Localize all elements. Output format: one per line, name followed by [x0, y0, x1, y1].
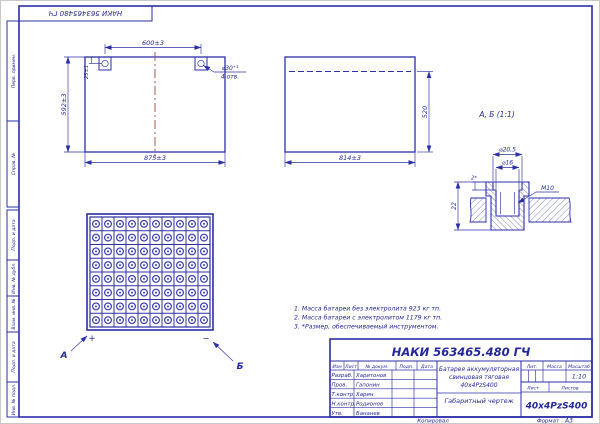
dim-thread: М10 [541, 185, 554, 192]
front-view: 600±3 25±1 ⌀30⁺¹ 4 отв. 592±3 875±3 [60, 39, 246, 167]
row-role: Т.контр. [332, 392, 355, 398]
product-line: свинцовая тяговая [449, 374, 509, 381]
dim-depth: 2* [471, 176, 477, 182]
lid-section-left [469, 197, 487, 223]
margin-label: Взам. инв. № [11, 298, 17, 329]
note-line: 1. Масса батареи без электролита 923 кг … [294, 305, 441, 313]
doc-type: Габаритный чертеж [444, 397, 513, 405]
doc-number: НАКИ 563465.480 ГЧ [392, 345, 531, 359]
org-code: 40х4PzS400 [525, 402, 588, 412]
title-block: НАКИ 563465.480 ГЧ Изм Лист № докум. Под… [329, 338, 593, 418]
battery-top-outline [86, 213, 214, 331]
lit-label: Лит. [526, 364, 538, 370]
format-value: А3 [564, 418, 573, 424]
row-role: Н.контр. [332, 401, 356, 407]
margin-label: Подп. и дата [11, 341, 17, 372]
detail-view: А, Б (1:1) ⌀20,5 ⌀16 М10 2* 22 [451, 110, 572, 231]
right-lug [194, 56, 208, 71]
minus-terminal-label: − [202, 334, 209, 344]
margin-label: Инв. № дубл. [11, 262, 17, 293]
right-lug-hole [197, 59, 205, 68]
col-list: Лист [344, 364, 357, 370]
margin-label: Перв. примен. [11, 54, 17, 89]
signature-table: Изм Лист № докум. Подп. Дата Разраб. Хар… [330, 361, 437, 417]
view-label-b: Б [237, 362, 244, 372]
detail-title: А, Б (1:1) [478, 110, 514, 119]
dim-22: 22 [451, 202, 458, 210]
view-label-a: А [60, 351, 68, 361]
terminal-bushing-section [485, 181, 530, 231]
dim-25: 25±1 [84, 65, 90, 79]
battery-side-outline [284, 56, 416, 153]
note-line: 2. Масса батареи с электролитом 1179 кг … [294, 314, 442, 322]
dim-875: 875±3 [144, 154, 166, 162]
col-dokum: № докум. [365, 364, 389, 370]
left-margin-column: Перв. примен. Справ. № Подп. и дата Инв.… [6, 20, 20, 418]
col-podp: Подп. [400, 364, 414, 370]
row-role: Утв. [332, 411, 343, 417]
top-view: + − А Б [60, 213, 244, 372]
lid-section-right [528, 197, 572, 223]
side-view: 814±3 520 [284, 56, 433, 167]
dim-814: 814±3 [339, 154, 361, 162]
dim-counterbore: ⌀20,5 [499, 147, 516, 154]
margin-label: Подп. и дата [11, 219, 17, 250]
scale-label: Масштаб [568, 364, 590, 370]
row-role: Разраб. [332, 373, 353, 379]
lit-mass-scale-cell: Лит. Масса Масштаб 1:10 Лист Листов 40х4… [521, 361, 592, 412]
col-data: Дата [420, 364, 433, 370]
dim-hole-dia: ⌀30⁺¹ [222, 65, 239, 72]
row-role: Пров. [332, 383, 348, 389]
dim-bore: ⌀16 [502, 160, 513, 167]
dim-600: 600±3 [142, 39, 164, 47]
product-name-cell: Батарея аккумуляторная свинцовая тяговая… [437, 366, 521, 405]
mass-label: Масса [547, 364, 562, 370]
bottom-margin: Копировал Формат А3 [417, 418, 573, 424]
dim-592: 592±3 [60, 94, 68, 116]
margin-label: Инв. № подл. [11, 384, 17, 416]
product-line: 40х4PzS400 [460, 382, 497, 389]
dim-hole-count: 4 отв. [221, 74, 239, 81]
top-stamp-box [18, 5, 153, 22]
dim-520: 520 [421, 106, 429, 118]
row-name: Харин [355, 392, 374, 398]
top-stamp-number: НАКИ 563465480 ГЧ [49, 9, 123, 17]
row-name: Харитонов [355, 373, 386, 379]
row-name: Гапонин [356, 383, 380, 389]
sheet-label: Лист [526, 385, 539, 391]
cell-grid [89, 216, 211, 328]
note-line: 3. *Размер, обеспечиваемый инструментом. [294, 323, 438, 331]
row-name: Бананев [356, 411, 380, 417]
col-izm: Изм [332, 364, 342, 370]
margin-label: Справ. № [11, 153, 17, 176]
product-line: Батарея аккумуляторная [439, 366, 520, 373]
sheets-label: Листов [560, 385, 578, 391]
row-name: Родионов [356, 401, 383, 407]
copied-label: Копировал [417, 419, 449, 424]
notes-block: 1. Масса батареи без электролита 923 кг … [294, 305, 442, 331]
scale-value: 1:10 [572, 373, 587, 381]
plus-terminal-label: + [88, 334, 95, 344]
format-label: Формат [537, 419, 560, 424]
